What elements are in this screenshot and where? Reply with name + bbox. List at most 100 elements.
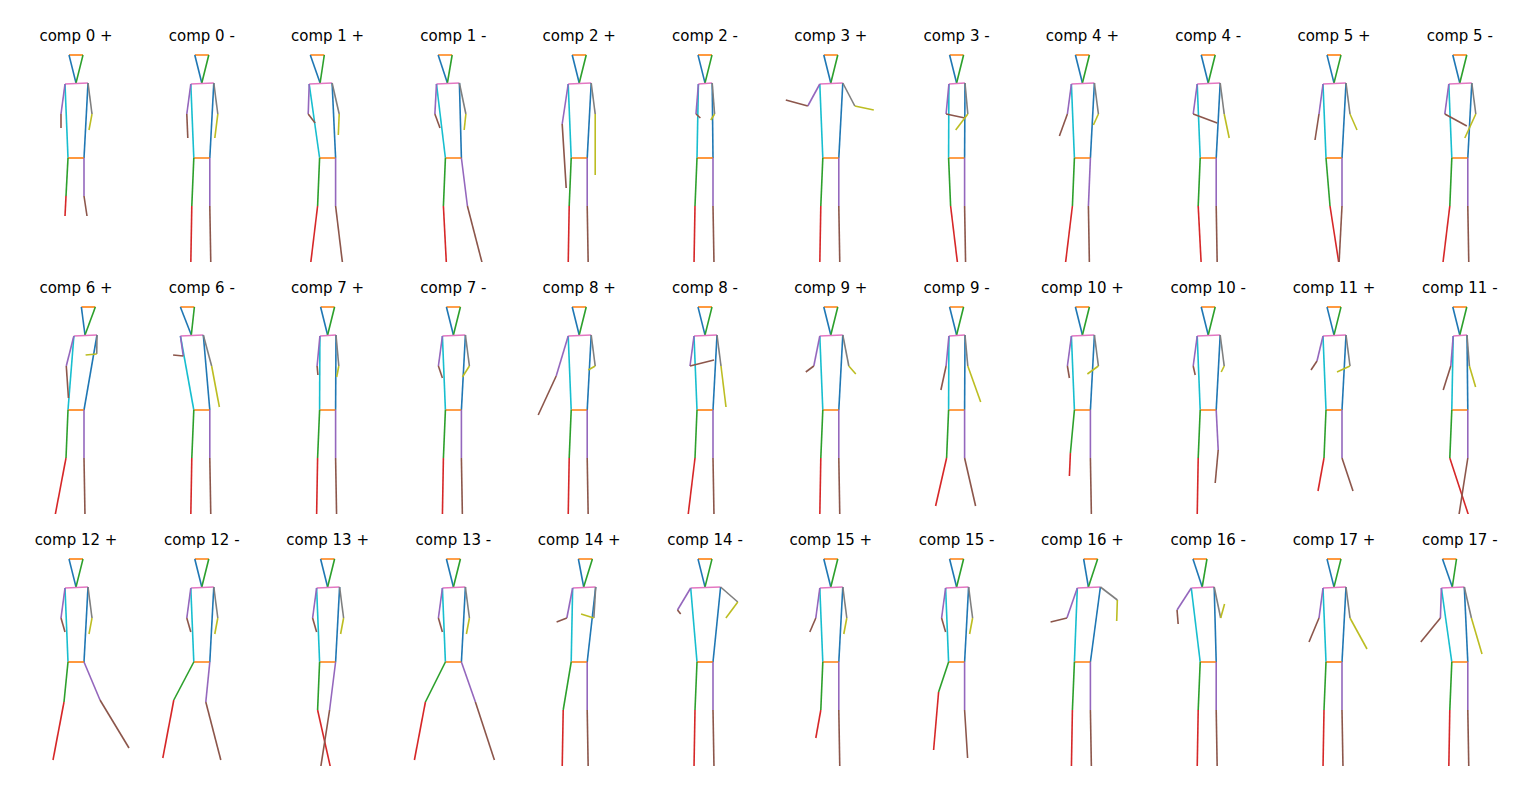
component-label: comp 6 - xyxy=(167,279,237,297)
bone-segment xyxy=(1198,662,1200,710)
bone-segment xyxy=(568,458,569,514)
bone-segment xyxy=(705,55,712,83)
stick-figure xyxy=(173,307,219,514)
bone-segment xyxy=(1090,587,1100,662)
bone-segment xyxy=(1197,84,1200,158)
bone-segment xyxy=(1088,158,1090,206)
bone-segment xyxy=(946,587,969,588)
bone-segment xyxy=(538,376,556,415)
bone-segment xyxy=(697,409,713,411)
bone-segment xyxy=(1350,114,1357,130)
bone-segment xyxy=(824,306,838,308)
bone-segment xyxy=(1443,366,1451,390)
bone-segment xyxy=(1224,114,1229,138)
bone-segment xyxy=(88,83,92,114)
bone-segment xyxy=(578,559,583,587)
bone-segment xyxy=(808,84,820,106)
bone-segment xyxy=(1443,559,1453,587)
bone-segment xyxy=(1318,458,1324,491)
bone-segment xyxy=(568,206,569,262)
bone-segment xyxy=(1177,588,1191,610)
component-label: comp 8 - xyxy=(670,279,740,297)
bone-segment xyxy=(310,54,324,56)
stick-figure xyxy=(806,307,856,514)
bone-segment xyxy=(215,114,218,138)
bone-segment xyxy=(571,409,587,411)
component-label: comp 5 - xyxy=(1425,27,1495,45)
stick-figure xyxy=(678,559,738,766)
bone-segment xyxy=(1067,336,1071,366)
bone-segment xyxy=(1309,618,1319,642)
bone-segment xyxy=(965,587,969,662)
bone-segment xyxy=(950,54,964,56)
bone-segment xyxy=(1317,336,1323,361)
bone-segment xyxy=(1323,83,1346,84)
bone-segment xyxy=(1327,54,1341,56)
bone-segment xyxy=(1327,558,1341,560)
component-label: comp 11 + xyxy=(1291,279,1378,297)
bone-segment xyxy=(191,206,192,262)
bone-segment xyxy=(65,587,88,588)
bone-segment xyxy=(191,588,194,662)
bone-segment xyxy=(1074,157,1090,159)
bone-segment xyxy=(1069,453,1070,476)
bone-segment xyxy=(950,306,964,308)
bone-segment xyxy=(1311,361,1317,370)
stick-figure xyxy=(1067,307,1098,514)
bone-segment xyxy=(855,106,874,110)
bone-segment xyxy=(1337,366,1350,372)
bone-segment xyxy=(965,83,968,114)
bone-segment xyxy=(465,335,469,366)
component-label: comp 8 + xyxy=(541,279,618,297)
bone-segment xyxy=(1071,83,1094,84)
bone-segment xyxy=(949,335,965,336)
bone-segment xyxy=(939,662,949,692)
bone-segment xyxy=(694,206,695,262)
bone-segment xyxy=(436,83,459,84)
bone-segment xyxy=(187,114,188,138)
bone-segment xyxy=(587,587,596,662)
bone-segment xyxy=(571,588,572,662)
bone-segment xyxy=(713,710,714,766)
bone-segment xyxy=(579,55,586,83)
bone-segment xyxy=(65,588,68,662)
bone-segment xyxy=(341,618,344,634)
bone-segment xyxy=(569,410,571,458)
bone-segment xyxy=(84,458,85,514)
bone-segment xyxy=(309,84,319,158)
bone-segment xyxy=(698,559,705,587)
stick-figure xyxy=(557,559,596,766)
stick-figure xyxy=(810,559,847,766)
bone-segment xyxy=(694,336,697,410)
component-label: comp 14 - xyxy=(665,531,745,549)
bone-segment xyxy=(1100,587,1117,600)
bone-segment xyxy=(81,306,95,308)
bone-segment xyxy=(1074,661,1090,663)
stick-figure xyxy=(187,55,218,262)
bone-segment xyxy=(1082,307,1089,335)
bone-segment xyxy=(206,702,221,760)
bone-segment xyxy=(210,587,214,662)
bone-segment xyxy=(816,588,820,618)
bone-segment xyxy=(1445,84,1449,114)
bone-segment xyxy=(956,114,968,130)
bone-segment xyxy=(571,661,587,663)
bone-segment xyxy=(839,587,843,662)
bone-segment xyxy=(587,206,588,262)
bone-segment xyxy=(438,54,452,56)
bone-segment xyxy=(442,587,465,588)
bone-segment xyxy=(1323,587,1346,588)
bone-segment xyxy=(69,54,83,56)
stick-figure xyxy=(53,559,129,760)
bone-segment xyxy=(96,335,98,354)
bone-segment xyxy=(949,409,965,411)
bone-segment xyxy=(318,410,320,458)
component-label: comp 3 - xyxy=(922,27,992,45)
bone-segment xyxy=(195,54,209,56)
bone-segment xyxy=(1323,84,1326,158)
bone-segment xyxy=(330,662,336,710)
bone-segment xyxy=(1216,83,1220,158)
bone-segment xyxy=(1197,336,1200,410)
bone-segment xyxy=(313,618,317,632)
